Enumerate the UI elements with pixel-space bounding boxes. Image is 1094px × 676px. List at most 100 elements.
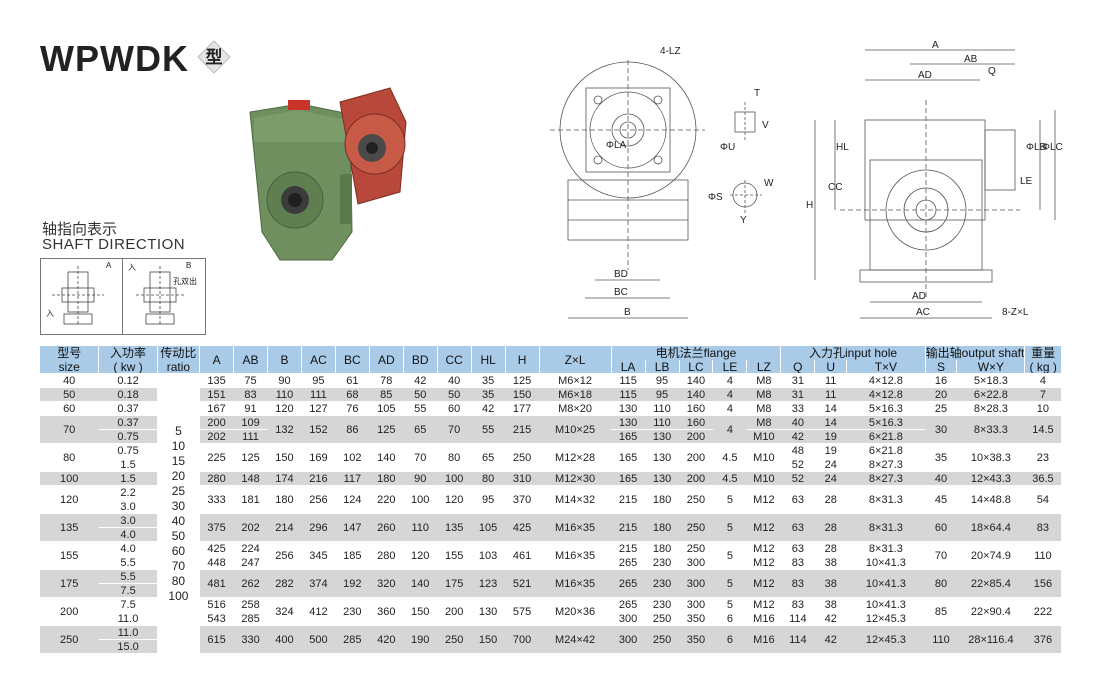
head-lc: LC [678, 360, 713, 374]
cell-kg: 10 [1024, 401, 1061, 416]
cell-h: 150 [505, 387, 540, 402]
cell-ab: 75 [233, 373, 268, 388]
cell-lc: 140 [679, 373, 713, 388]
cell-b: 174 [267, 471, 302, 486]
cell-ac: 296 [301, 513, 336, 542]
head-input: 入力孔input hole [780, 346, 926, 360]
cell-wy: 12×43.3 [956, 471, 1025, 486]
label-cc: CC [828, 182, 842, 193]
cell-cc: 80 [437, 443, 472, 472]
cell-zl: M16×35 [539, 541, 612, 570]
cell-wy: 28×116.4 [956, 625, 1025, 653]
cell-kg: 54 [1024, 485, 1061, 514]
cell-u: 14 [814, 401, 847, 416]
cell-le: 4 [712, 401, 747, 416]
ratio-value: 60 [171, 543, 186, 558]
cell-q: 40 [780, 415, 815, 430]
cell-lc: 250 [679, 513, 713, 542]
cell-kg: 4 [1024, 373, 1061, 388]
cell-kg: 36.5 [1024, 471, 1061, 486]
cell-q: 63 [780, 541, 815, 556]
cell-tv: 4×12.8 [846, 373, 926, 388]
cell-ac: 412 [301, 597, 336, 626]
cell-lc: 350 [679, 611, 713, 626]
cell-u: 24 [814, 471, 847, 486]
cell-hl: 123 [471, 569, 506, 598]
label-bc: BC [614, 287, 628, 298]
cell-le: 5 [712, 513, 747, 542]
cell-a: 333 [199, 485, 234, 514]
cell-la: 115 [611, 387, 646, 402]
head-a: A [199, 346, 234, 374]
label-la: ΦLA [606, 140, 627, 151]
cell-a: 200 [199, 415, 234, 430]
cell-bc: 61 [335, 373, 370, 388]
cell-hl: 103 [471, 541, 506, 570]
cell-size: 40 [39, 373, 99, 388]
cell-lb: 250 [645, 625, 679, 653]
head-ratio-cn: 传动比 [156, 346, 200, 360]
cell-ad: 360 [369, 597, 404, 626]
diagram-b-out: 孔双出 [173, 276, 197, 286]
label-4lz: 4-LZ [660, 46, 681, 57]
cell-wy: 8×28.3 [956, 401, 1025, 416]
cell-q: 48 [780, 443, 815, 458]
head-bc: BC [334, 346, 370, 374]
cell-a: 448 [199, 555, 234, 570]
cell-s: 60 [925, 513, 957, 542]
cell-b: 282 [267, 569, 302, 598]
cell-size: 70 [39, 415, 99, 444]
cell-lc: 160 [679, 415, 713, 430]
cell-s: 80 [925, 569, 957, 598]
cell-lc: 140 [679, 387, 713, 402]
cell-a: 481 [199, 569, 234, 598]
cell-bd: 42 [403, 373, 438, 388]
cell-lc: 300 [679, 569, 713, 598]
cell-la: 215 [611, 485, 646, 514]
head-q: Q [780, 360, 815, 374]
cell-tv: 10×41.3 [846, 569, 926, 598]
cell-s: 40 [925, 471, 957, 486]
cell-bc: 86 [335, 415, 370, 444]
cell-tv: 8×27.3 [846, 471, 926, 486]
cell-b: 90 [267, 373, 302, 388]
cell-q: 63 [780, 485, 815, 514]
cell-h: 215 [505, 415, 540, 444]
cell-b: 120 [267, 401, 302, 416]
cell-kw: 11.0 [98, 625, 158, 640]
cell-bd: 110 [403, 513, 438, 542]
head-output: 输出轴output shaft [924, 346, 1025, 360]
label-t: T [754, 88, 760, 99]
cell-tv: 5×16.3 [846, 415, 926, 430]
table-row: 3.0 [40, 499, 1062, 514]
cell-kw: 7.5 [98, 583, 158, 598]
cell-q: 63 [780, 513, 815, 542]
cell-b: 324 [267, 597, 302, 626]
cell-lb: 230 [645, 597, 679, 612]
cell-lc: 200 [679, 443, 713, 472]
cell-ad: 420 [369, 625, 404, 653]
cell-ac: 127 [301, 401, 336, 416]
cell-ac: 345 [301, 541, 336, 570]
cell-kg: 376 [1024, 625, 1061, 653]
label-lc: ΦLC [1042, 142, 1063, 153]
cell-ad: 320 [369, 569, 404, 598]
cell-q: 52 [780, 471, 815, 486]
cell-la: 115 [611, 373, 646, 388]
cell-zl: M12×28 [539, 443, 612, 472]
cell-hl: 95 [471, 485, 506, 514]
shaft-diagram-a [52, 266, 104, 325]
cell-bc: 76 [335, 401, 370, 416]
spec-table: 型号 入功率 传动比 A AB B AC BC AD BD CC HL H Z×… [38, 346, 1062, 653]
ratio-value: 25 [171, 483, 186, 498]
cell-la: 165 [611, 443, 646, 472]
cell-ab: 148 [233, 471, 268, 486]
cell-lz: M12 [746, 513, 781, 542]
cell-zl: M16×35 [539, 569, 612, 598]
cell-b: 132 [267, 415, 302, 444]
